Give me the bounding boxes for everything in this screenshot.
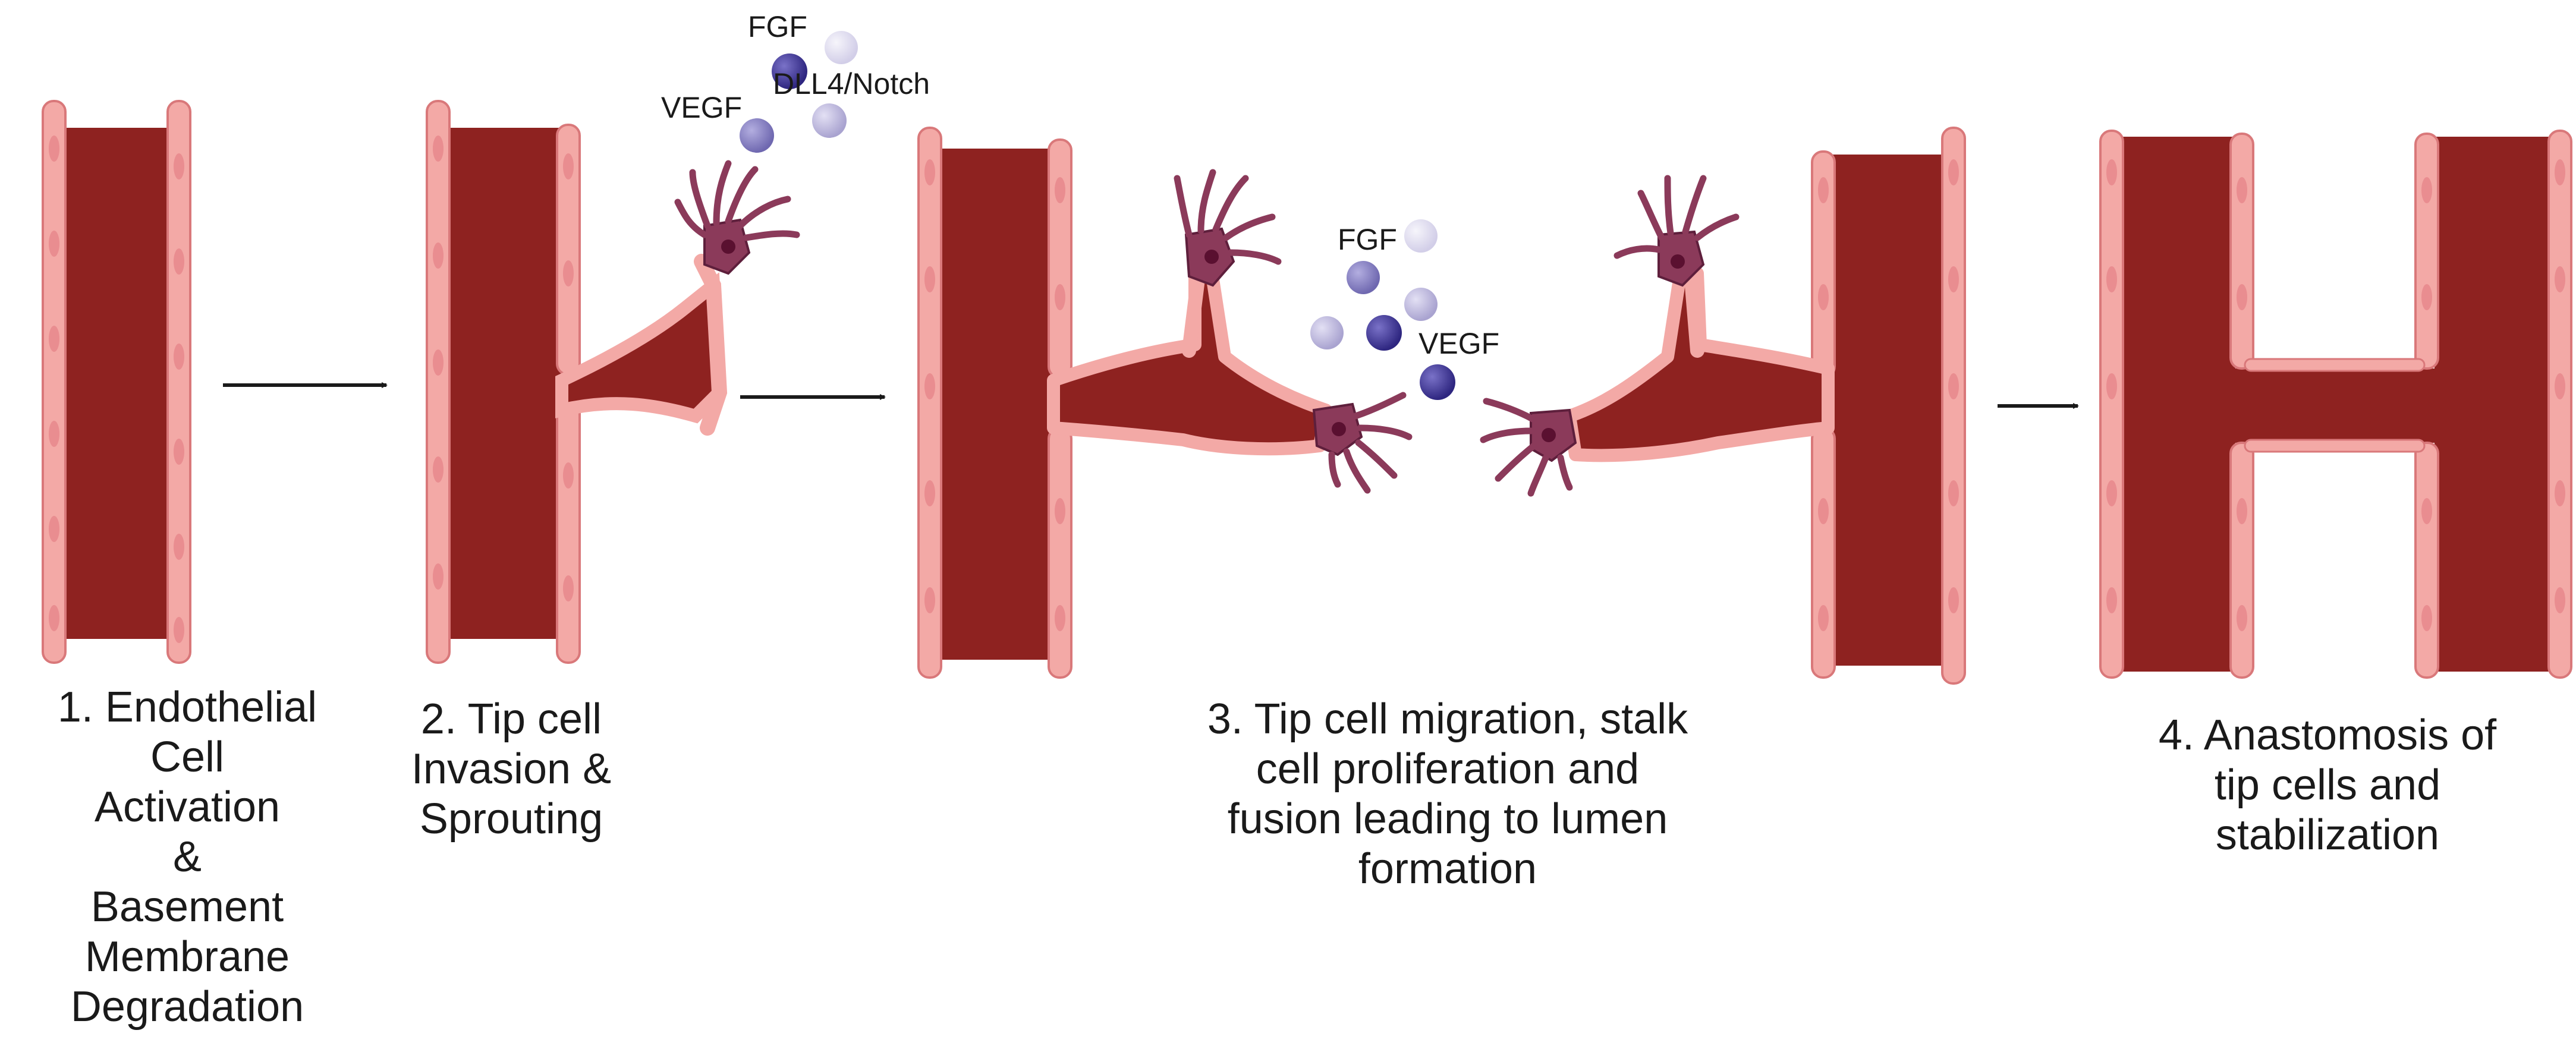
- molecule-fgf-step3: [1347, 261, 1380, 294]
- tip-cell-3b: [1312, 392, 1413, 494]
- step4-caption: 4. Anastomosis of tip cells and stabiliz…: [2096, 710, 2559, 860]
- step2-line: Invasion &: [411, 745, 612, 793]
- vessel-wall-left: [42, 100, 67, 664]
- molecule-fgf-step2: [772, 53, 807, 89]
- step1-line: Degradation: [70, 983, 304, 1031]
- tip-cell: [674, 160, 800, 275]
- label-vegf-step3: VEGF: [1418, 327, 1499, 360]
- tip-cell-3d: [1480, 398, 1577, 497]
- step1-caption: 1. Endothelial Cell Activation & Basemen…: [12, 682, 363, 1032]
- step4-anastomosis: [2099, 130, 2572, 679]
- tip-cell-3c: [1613, 175, 1740, 287]
- step3-line: fusion leading to lumen: [1227, 795, 1668, 843]
- tip-cell-3a: [1174, 169, 1282, 287]
- step4-line: tip cells and: [2214, 761, 2441, 809]
- molecule-dll4-step2: [812, 103, 847, 138]
- step2-line: Sprouting: [419, 795, 603, 843]
- label-dll4-step2: DLL4/Notch: [773, 67, 930, 100]
- step3-line: 3. Tip cell migration, stalk: [1207, 695, 1688, 743]
- step2-vessel: [426, 100, 728, 664]
- vessel-wall-right: [166, 100, 191, 664]
- molecule-vegf-step2: [740, 118, 774, 153]
- step1-line: 1. Endothelial: [57, 683, 317, 731]
- step1-line: Activation: [94, 783, 281, 831]
- step3-left-vessel: [917, 127, 1332, 679]
- step1-line: Membrane: [84, 933, 290, 981]
- step1-line: Basement: [90, 883, 284, 931]
- step4-line: stabilization: [2215, 811, 2440, 859]
- step3-molecules: FGF VEGF: [1310, 219, 1499, 400]
- sprout: [555, 272, 726, 424]
- step1-vessel: [42, 100, 191, 664]
- step3-caption: 3. Tip cell migration, stalk cell prolif…: [1150, 694, 1745, 894]
- step2-molecules: FGF DLL4/Notch VEGF: [661, 10, 930, 153]
- label-fgf-step2: FGF: [748, 10, 807, 43]
- endothelial-nuclei: [49, 136, 184, 643]
- step1-line: &: [172, 833, 202, 881]
- step2-caption: 2. Tip cell Invasion & Sprouting: [375, 694, 648, 844]
- label-fgf-step3: FGF: [1338, 223, 1397, 256]
- step3-line: cell proliferation and: [1256, 745, 1640, 793]
- step3-line: formation: [1358, 845, 1537, 893]
- molecule-vegf-step3: [1420, 364, 1455, 400]
- step4-line: 4. Anastomosis of: [2158, 711, 2497, 759]
- step1-line: Cell: [150, 733, 225, 781]
- step3-right-vessel: [1563, 127, 1966, 685]
- label-vegf-step2: VEGF: [661, 91, 742, 124]
- step2-line: 2. Tip cell: [420, 695, 602, 743]
